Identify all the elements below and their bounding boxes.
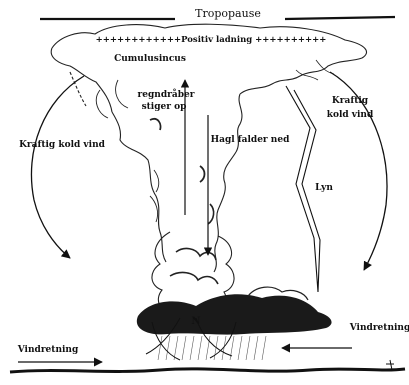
- left-wind-label: Kraftig kold vind: [19, 140, 106, 150]
- right-wind-label-line1: Kraftig: [332, 96, 369, 106]
- negative-charge-label: N: [191, 316, 200, 327]
- wind-direction-label-left: Vindretning: [17, 345, 79, 355]
- right-wind-label-line2: kold vind: [327, 110, 374, 120]
- tropopause-label: Tropopause: [195, 7, 261, 20]
- raindrops-label-line1: regndråber: [138, 88, 195, 100]
- positive-charge-label: ++++++++++++Positiv ladning ++++++++++: [96, 35, 327, 45]
- left-wind-arrow: [31, 76, 84, 258]
- lightning-label: Lyn: [315, 183, 333, 193]
- hail-label: Hagl falder ned: [211, 135, 290, 145]
- cumulus-label: Cumulusincus: [114, 54, 186, 64]
- raindrops-label-line2: stiger op: [142, 102, 187, 112]
- wind-direction-label-right: Vindretning: [349, 323, 409, 333]
